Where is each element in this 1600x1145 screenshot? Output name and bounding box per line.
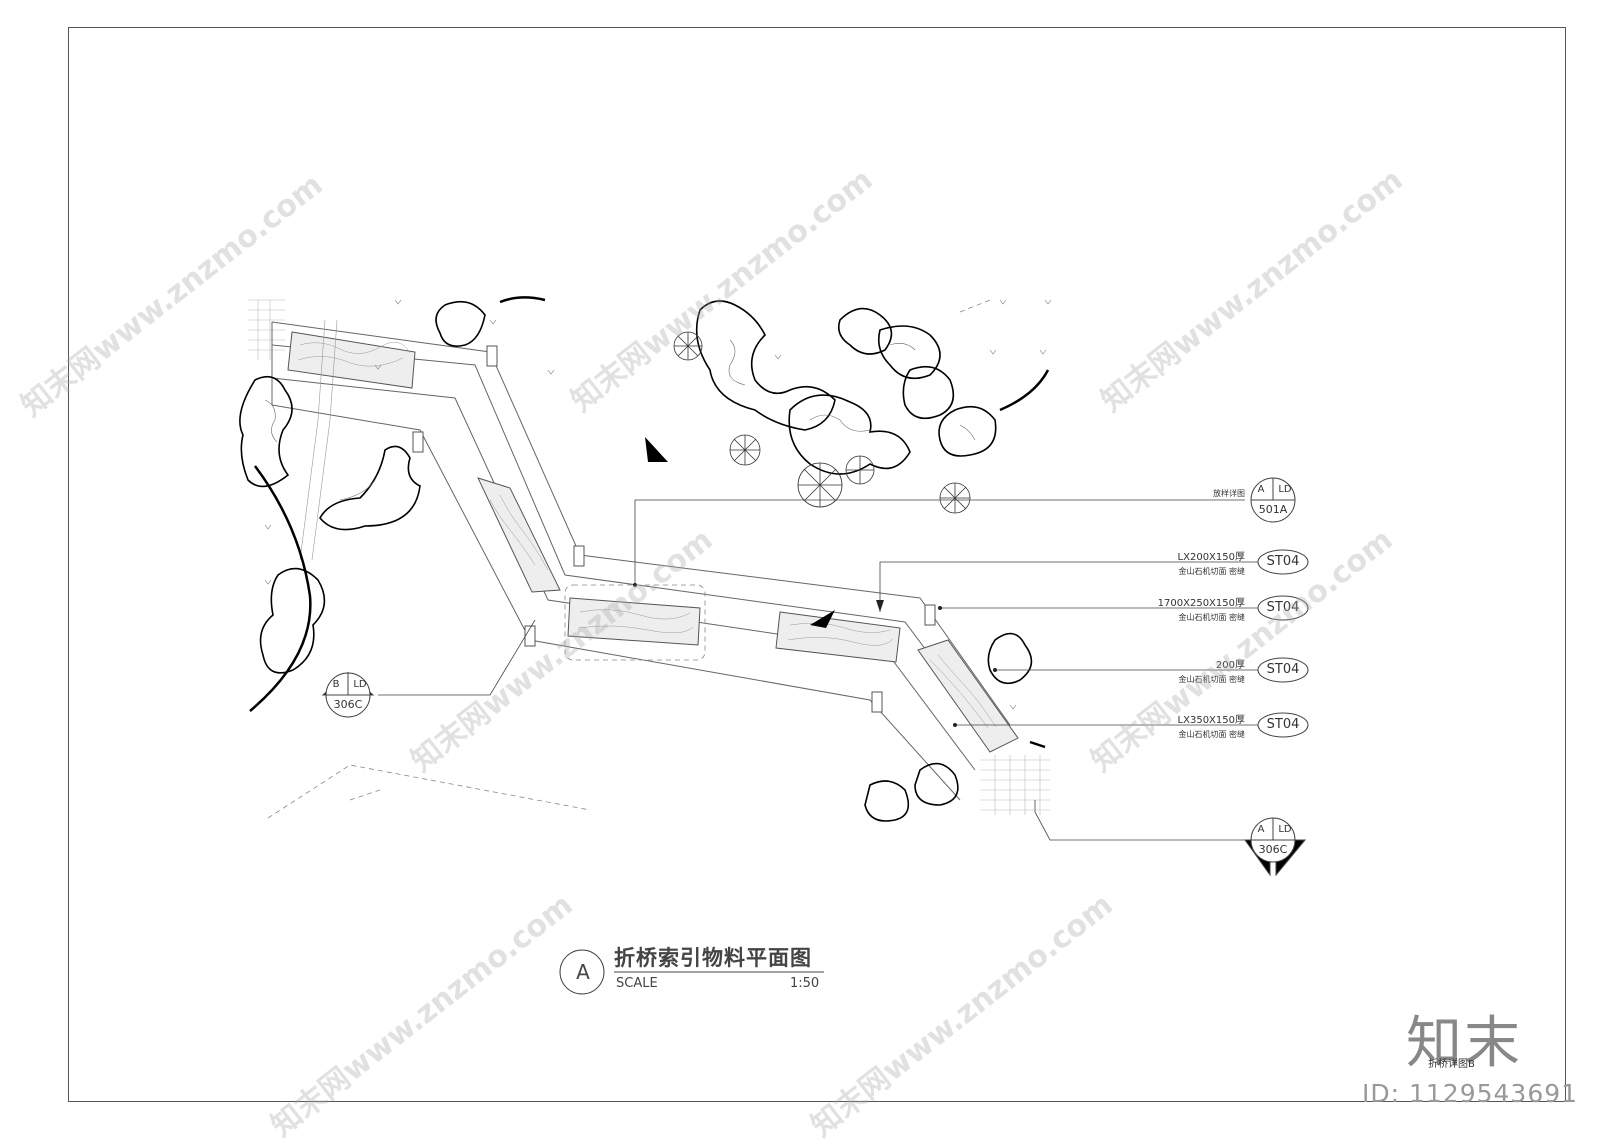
section-a-number: 306C — [1258, 843, 1288, 856]
detail-ref-letter: A — [1257, 484, 1265, 495]
watermark-logo: 知末 — [1406, 1011, 1522, 1076]
leader-dots — [633, 583, 997, 727]
rock-contours — [264, 339, 976, 501]
callout-1-spec: LX200X150厚 — [1177, 552, 1245, 563]
detail-ref-symbol — [1250, 477, 1296, 523]
callout-3-spec: 200厚 — [1215, 660, 1245, 671]
callout-4-spec: LX350X150厚 — [1177, 715, 1245, 726]
section-a-sheet: LD — [1278, 824, 1292, 835]
scale-ratio: 1:50 — [790, 976, 820, 991]
detail-ref-number: 501A — [1258, 503, 1288, 516]
paving-hatch-left — [248, 299, 285, 360]
section-b-letter: B — [332, 679, 340, 690]
path-strip — [299, 319, 338, 561]
callout-2-spec: 1700X250X150厚 — [1157, 598, 1245, 609]
drawing-title: 折桥索引物料平面图 — [614, 946, 812, 970]
callout-1-material: 金山石机切面 密缝 — [1178, 567, 1245, 576]
section-mark-a — [1244, 817, 1307, 877]
section-cut-arrows — [645, 437, 835, 628]
callout-2-code: ST04 — [1266, 600, 1300, 615]
leader-lines — [378, 499, 1290, 841]
callout-3-material: 金山石机切面 密缝 — [1178, 675, 1245, 684]
scale-label: SCALE — [616, 976, 658, 991]
callout-4-material: 金山石机切面 密缝 — [1178, 730, 1245, 739]
detail-ref-sheet: LD — [1278, 484, 1292, 495]
dashed-outlines — [267, 299, 991, 819]
callout-1-code: ST04 — [1266, 554, 1300, 569]
callout-3-code: ST04 — [1266, 662, 1300, 677]
panel-texture — [297, 341, 997, 729]
title-letter: A — [576, 960, 590, 984]
watermark-id: ID: 1129543691 — [1362, 1079, 1579, 1108]
callout-2-material: 金山石机切面 密缝 — [1178, 613, 1245, 622]
stone-panels — [287, 331, 1019, 753]
leader-arrow — [876, 600, 884, 612]
callout-4-code: ST04 — [1266, 717, 1300, 732]
detail-ref-note: 放样详图 — [1213, 489, 1245, 498]
sheet-frame — [68, 27, 1566, 1102]
watermark-sub-label: 折桥详图B — [1428, 1059, 1475, 1070]
title-symbol — [559, 949, 824, 995]
section-a-letter: A — [1257, 824, 1265, 835]
callout-ellipses — [1257, 549, 1309, 738]
section-b-number: 306C — [333, 698, 363, 711]
shrubs — [673, 331, 971, 514]
ground-cover-ticks — [264, 299, 1052, 710]
bridge-posts — [412, 345, 936, 713]
paving-hatch-right — [980, 755, 1050, 815]
rockeries — [239, 300, 1033, 822]
pond-edge — [249, 296, 1050, 749]
section-mark-b — [321, 671, 375, 718]
section-b-sheet: LD — [353, 679, 367, 690]
